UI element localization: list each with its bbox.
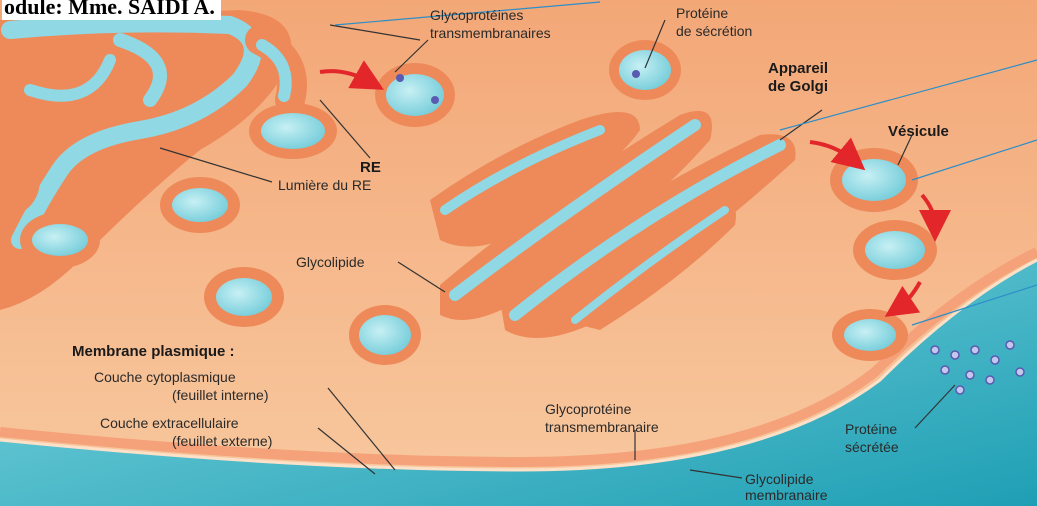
- golgi-vesicle-1: [830, 148, 918, 212]
- label-proteine-secretee-2: sécrétée: [845, 439, 899, 455]
- label-glycoproteine-2: transmembranaire: [545, 419, 659, 435]
- vesicle-bottom: [349, 305, 421, 365]
- label-glycolipide: Glycolipide: [296, 254, 365, 270]
- vesicle-small-left: [204, 267, 284, 327]
- label-glycolipide-membranaire-2: membranaire: [745, 487, 828, 503]
- label-membrane-plasmique: Membrane plasmique :: [72, 343, 235, 360]
- label-couche-cyto-1: Couche cytoplasmique: [94, 369, 236, 385]
- label-lumiere-re: Lumière du RE: [278, 177, 371, 193]
- label-proteine-secretee-1: Protéine: [845, 421, 897, 437]
- label-glycolipide-membranaire-1: Glycolipide: [745, 471, 814, 487]
- header-text: odule: Mme. SAIDI A.: [2, 0, 221, 20]
- label-couche-extra-2: (feuillet externe): [172, 433, 272, 449]
- label-couche-cyto-2: (feuillet interne): [172, 387, 269, 403]
- label-couche-extra-1: Couche extracellulaire: [100, 415, 239, 431]
- label-glycoproteines-2: transmembranaires: [430, 25, 551, 41]
- label-vesicule: Vésicule: [888, 123, 949, 140]
- label-appareil-golgi-1: Appareil: [768, 60, 828, 77]
- golgi-vesicle-2: [853, 220, 937, 280]
- label-re: RE: [360, 159, 381, 176]
- secretory-vesicle: [609, 40, 681, 100]
- label-glycoproteines-1: Glycoprotéines: [430, 7, 523, 23]
- fusing-vesicle: [832, 309, 908, 361]
- transport-vesicle: [375, 63, 455, 127]
- label-appareil-golgi-2: de Golgi: [768, 78, 828, 95]
- label-glycoproteine-1: Glycoprotéine: [545, 401, 632, 417]
- label-proteine-secretion-1: Protéine: [676, 5, 728, 21]
- label-proteine-secretion-2: de sécrétion: [676, 23, 752, 39]
